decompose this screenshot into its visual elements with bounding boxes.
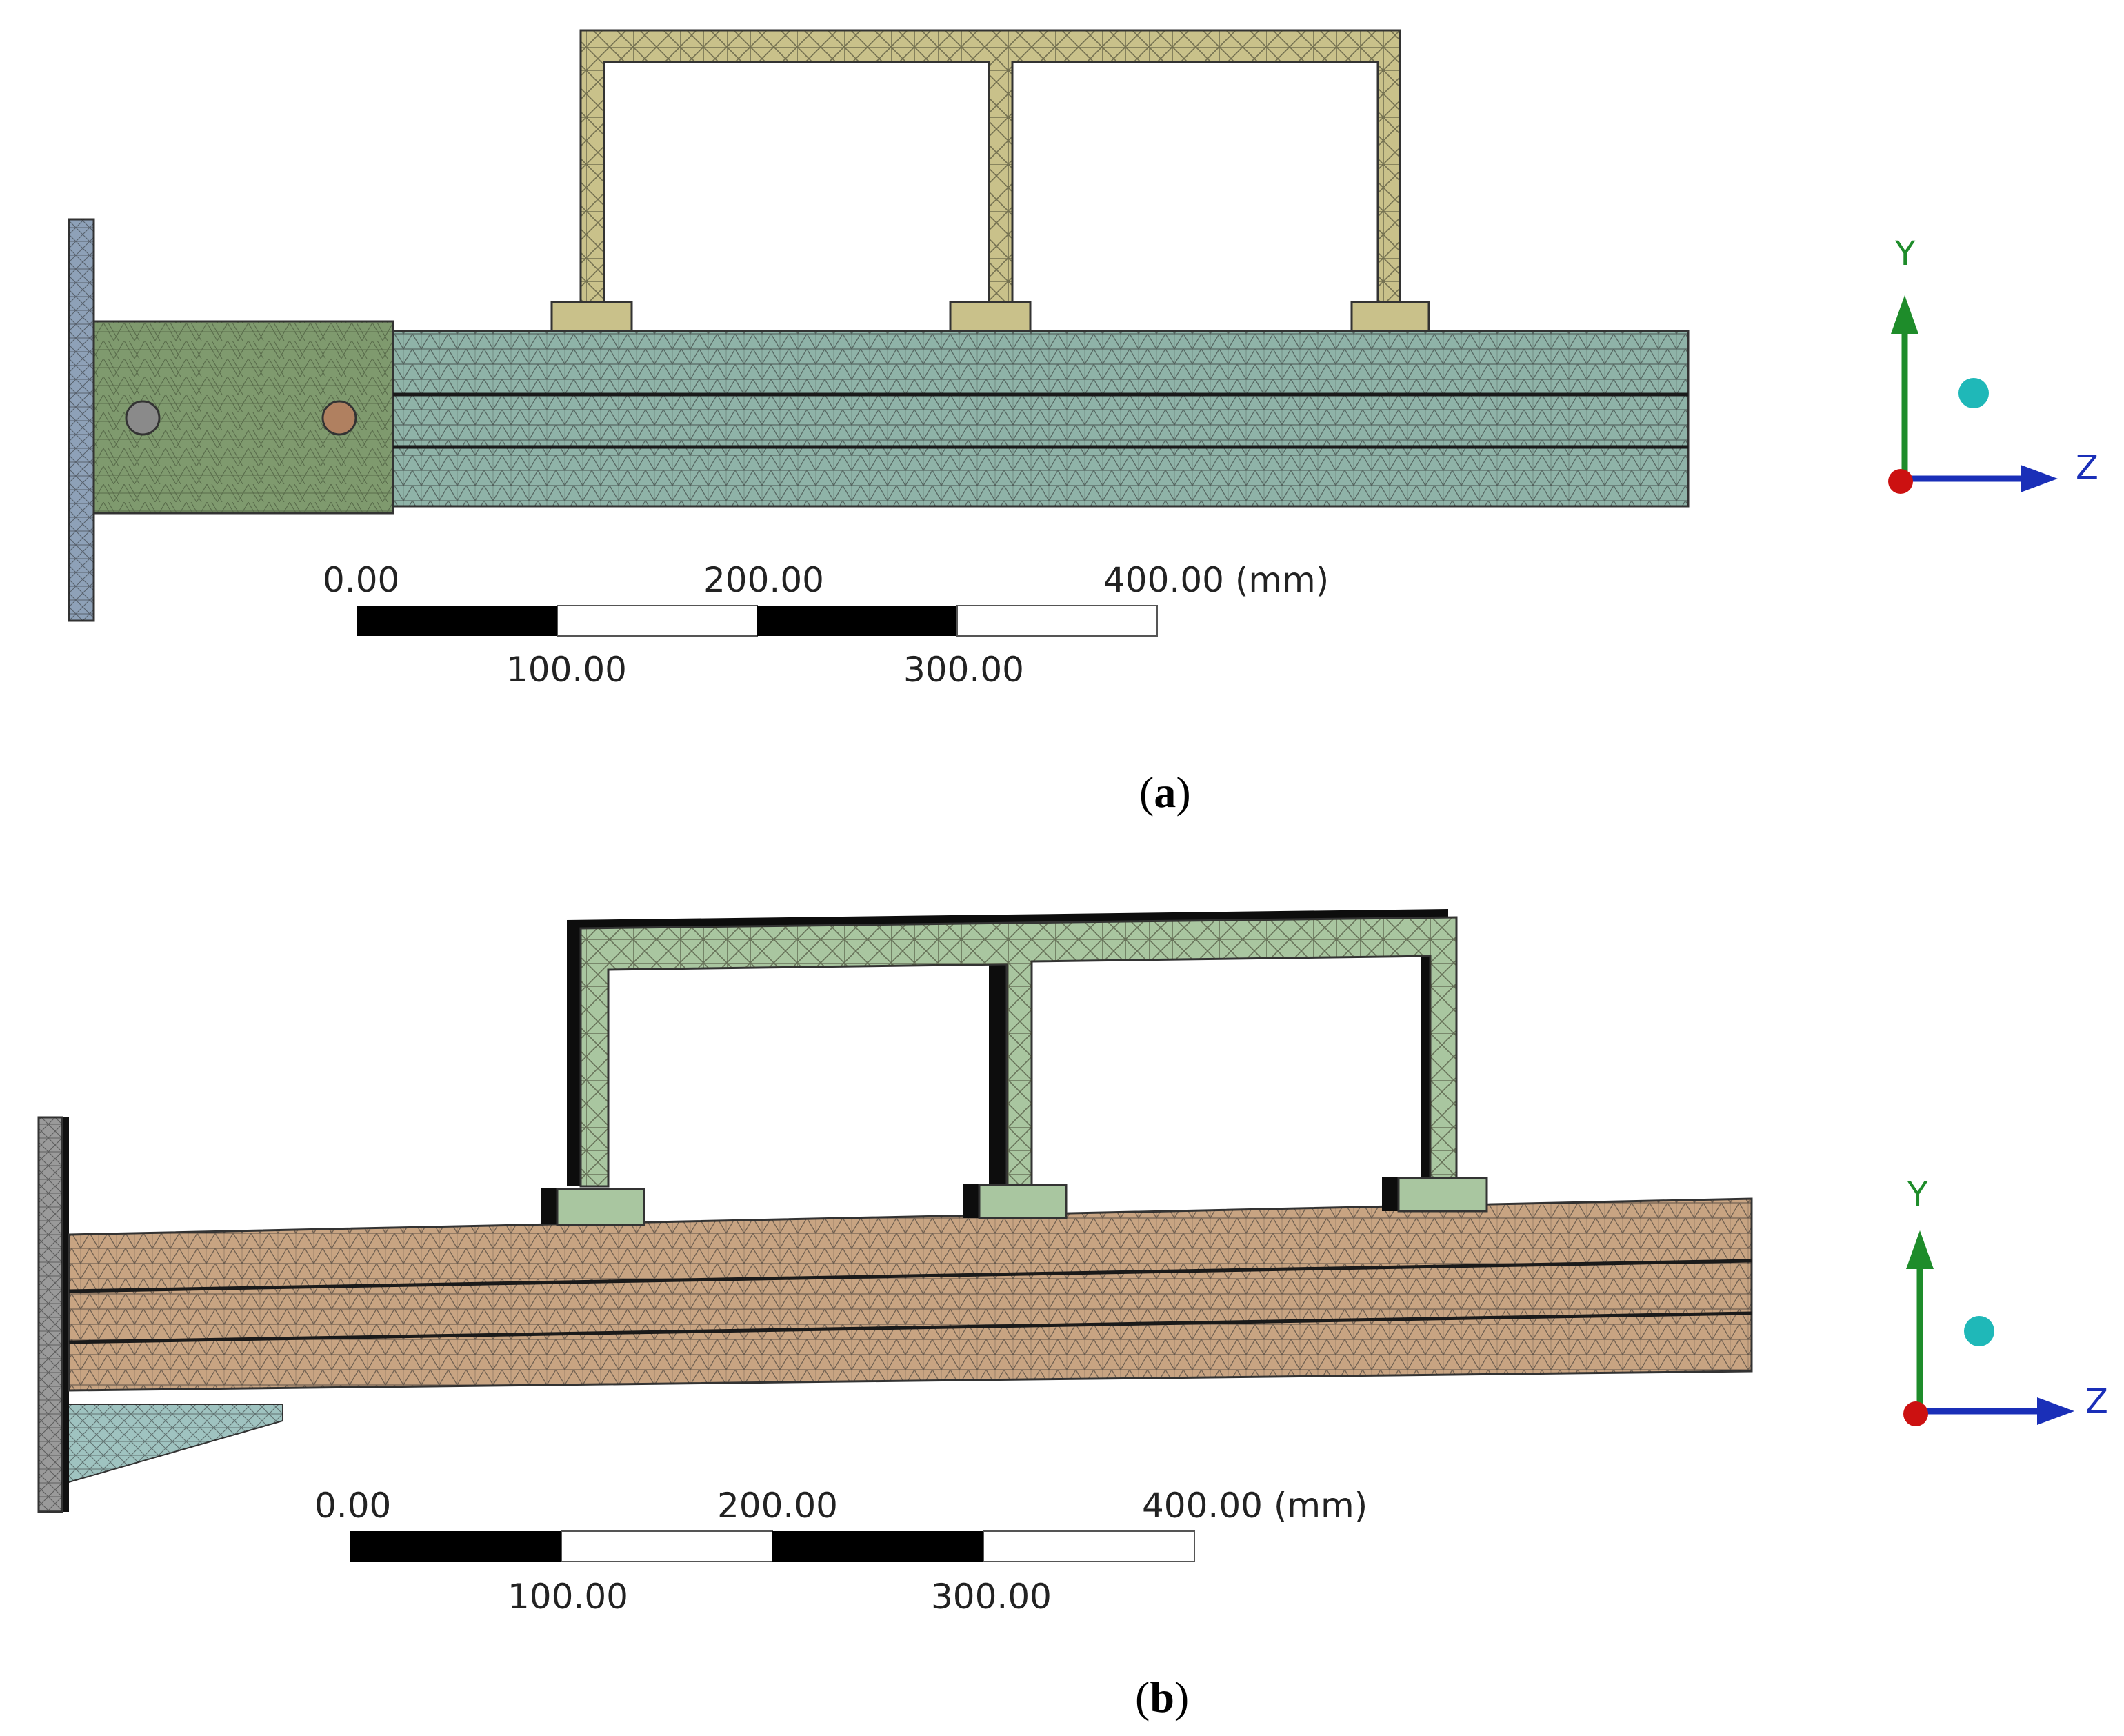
support-frame [550, 29, 1430, 332]
z-axis-arrow-icon [2021, 465, 2058, 492]
panel-a: 0.00 200.00 400.00 (mm) 100.00 300.00 Y … [0, 0, 2124, 828]
scale-label-0: 0.00 [323, 560, 399, 600]
bolt-hole-2 [321, 400, 357, 436]
y-axis-label: Y [1907, 1175, 1928, 1214]
axis-triad: Y Z [1888, 235, 2098, 494]
x-axis-dot-icon [1903, 1401, 1928, 1426]
axis-triad: Y Z [1903, 1175, 2108, 1426]
end-plate [37, 1116, 69, 1513]
scale-label-300: 300.00 [931, 1577, 1052, 1617]
beam [68, 1197, 1753, 1392]
bracket [66, 1404, 283, 1484]
scale-label-300: 300.00 [903, 650, 1024, 690]
triad-ball-icon [1958, 378, 1989, 408]
y-axis-arrow-icon [1906, 1230, 1934, 1269]
frame-foot-2 [963, 1184, 1068, 1219]
x-axis-dot-icon [1888, 469, 1913, 494]
scale-label-100: 100.00 [508, 1577, 628, 1617]
z-axis-arrow-icon [2037, 1397, 2074, 1425]
frame-foot-1 [550, 301, 633, 332]
y-axis-label: Y [1894, 235, 1916, 273]
panel-b: 0.00 200.00 400.00 (mm) 100.00 300.00 Y … [0, 869, 2124, 1736]
panel-b-drawing: 0.00 200.00 400.00 (mm) 100.00 300.00 Y … [37, 909, 2108, 1722]
end-block [92, 320, 394, 515]
z-axis-label: Z [2085, 1382, 2108, 1421]
caption-a: (a) [1139, 768, 1191, 817]
scale-label-400: 400.00 (mm) [1142, 1486, 1367, 1526]
frame-foot-2 [949, 301, 1032, 332]
scale-label-200: 200.00 [703, 560, 824, 600]
scale-bar: 0.00 200.00 400.00 (mm) 100.00 300.00 [323, 560, 1329, 690]
z-axis-label: Z [2076, 448, 2098, 487]
scale-label-200: 200.00 [717, 1486, 838, 1526]
frame-foot-1 [541, 1188, 645, 1226]
panel-a-drawing: 0.00 200.00 400.00 (mm) 100.00 300.00 Y … [68, 29, 2098, 817]
caption-b: (b) [1135, 1673, 1189, 1722]
beam [392, 330, 1690, 508]
frame-foot-3 [1350, 301, 1430, 332]
end-plate [68, 218, 95, 622]
y-axis-arrow-icon [1891, 295, 1918, 334]
bolt-hole-1 [125, 400, 161, 436]
support-frame [541, 909, 1488, 1226]
scale-label-400: 400.00 (mm) [1103, 560, 1329, 600]
triad-ball-icon [1964, 1316, 1994, 1346]
scale-label-100: 100.00 [506, 650, 627, 690]
frame-foot-3 [1382, 1177, 1488, 1213]
scale-bar: 0.00 200.00 400.00 (mm) 100.00 300.00 [314, 1486, 1367, 1617]
scale-label-0: 0.00 [314, 1486, 391, 1526]
